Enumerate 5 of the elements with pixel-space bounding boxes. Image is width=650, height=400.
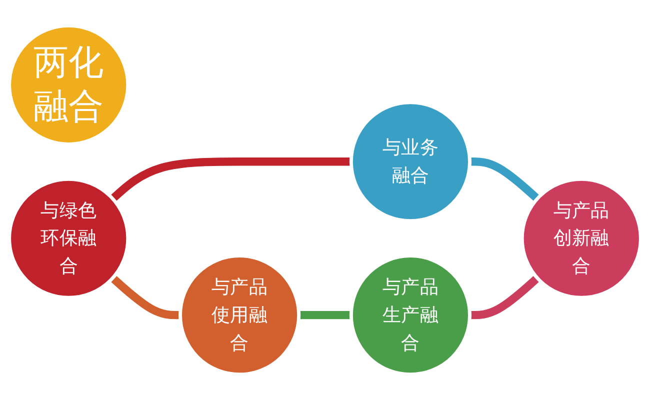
connector [470, 274, 540, 320]
connector [298, 311, 352, 320]
connector [470, 158, 540, 202]
connector [110, 274, 180, 320]
connector [110, 158, 352, 202]
